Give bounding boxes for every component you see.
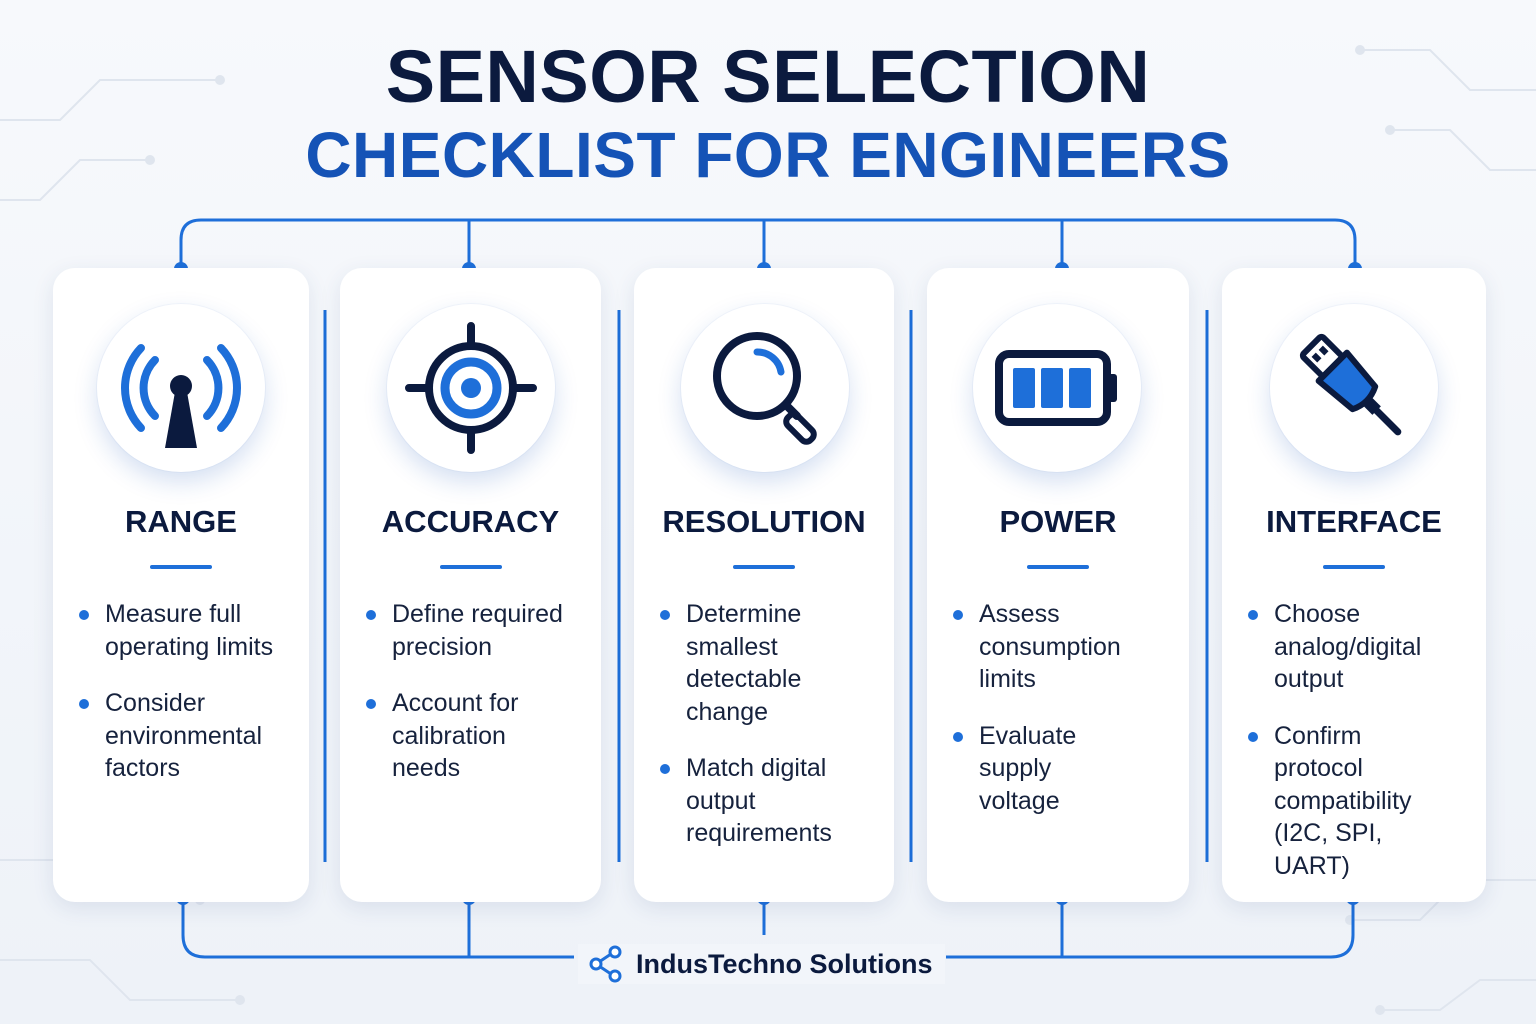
page-title: SENSOR SELECTION: [385, 35, 1151, 118]
bullet-text: Determine: [686, 600, 802, 628]
bullet-text: supply: [979, 754, 1052, 782]
card-resolution: RESOLUTION Determine smallest detectable ch…: [634, 268, 894, 902]
brand-name: IndusTechno Solutions: [636, 948, 933, 979]
bullet-item: Account for calibration needs: [364, 687, 589, 785]
bullet-text: consumption: [979, 632, 1121, 661]
bullet-text: requirements: [686, 819, 832, 847]
bullet-text: change: [686, 697, 769, 726]
bullet-text: smallest: [686, 632, 778, 661]
bullet-text: analog/digital: [1274, 632, 1422, 661]
bullet-text: Define required: [392, 600, 563, 628]
icon-badge: [681, 304, 849, 472]
card-title: RESOLUTION: [662, 504, 866, 539]
bullet-text: (I2C, SPI,: [1274, 819, 1383, 847]
bullet-text: detectable: [686, 665, 802, 693]
bullet-item: Evaluate supply voltage: [951, 720, 1177, 818]
bullet-text: UART): [1274, 851, 1350, 880]
footer-brand: IndusTechno Solutions: [578, 944, 945, 984]
bullet-dot: [79, 610, 89, 620]
bullet-text: Measure full: [105, 600, 242, 628]
bullet-text: voltage: [979, 786, 1060, 815]
target-crosshair-icon: [405, 322, 537, 454]
page-subtitle: CHECKLIST FOR ENGINEERS: [305, 119, 1231, 191]
bullet-text: output: [1274, 665, 1344, 693]
bullet-dot: [953, 731, 963, 742]
bullet-text: output: [686, 786, 756, 815]
bullet-text: Account for: [392, 689, 519, 717]
bullet-dot: [366, 610, 376, 620]
bullet-text: Evaluate: [979, 721, 1077, 750]
bullet-item: Define required precision: [364, 598, 589, 663]
signal-tower-icon: [121, 344, 241, 448]
bullet-item: Measure full operating limits: [77, 598, 297, 663]
bullet-text: protocol: [1274, 754, 1363, 782]
title-underline: [150, 565, 212, 569]
bullet-dot: [79, 699, 89, 709]
card-title: RANGE: [125, 504, 237, 539]
title-underline: [1323, 565, 1385, 569]
bullet-dot: [660, 610, 670, 620]
bullet-item: Assess consumption limits: [951, 598, 1177, 696]
bullet-text: Consider: [105, 689, 206, 717]
icon-badge: [97, 304, 265, 472]
bullet-text: Match digital: [686, 754, 827, 782]
magnifier-icon: [713, 332, 817, 445]
card-title: INTERFACE: [1266, 504, 1442, 539]
title-underline: [440, 565, 502, 569]
battery-icon: [995, 350, 1117, 426]
usb-plug-icon: [1299, 333, 1402, 436]
icon-badge: [973, 304, 1141, 472]
bullet-text: limits: [979, 665, 1036, 693]
bullet-dot: [1248, 731, 1258, 742]
bullet-dot: [1248, 610, 1258, 620]
bullet-text: Assess: [979, 600, 1060, 628]
icon-badge: [387, 304, 555, 472]
bullet-text: compatibility: [1274, 786, 1412, 815]
bullet-item: Choose analog/digital output: [1246, 598, 1474, 696]
card-title: POWER: [999, 504, 1117, 539]
icon-badge: [1270, 304, 1438, 472]
bullet-text: calibration: [392, 721, 506, 750]
title-underline: [733, 565, 795, 569]
bullet-text: Confirm: [1274, 721, 1362, 750]
card-title: ACCURACY: [381, 504, 560, 539]
bullet-text: operating limits: [105, 632, 274, 661]
bullet-text: environmental: [105, 721, 263, 750]
bullet-item: Consider environmental factors: [77, 687, 297, 785]
bullet-text: needs: [392, 754, 461, 782]
bullet-dot: [660, 764, 670, 774]
bullet-item: Match digital output requirements: [658, 752, 882, 850]
bullet-item: Determine smallest detectable change: [658, 598, 882, 728]
bullet-text: precision: [392, 632, 493, 661]
title-underline: [1027, 565, 1089, 569]
bullet-item: Confirm protocol compatibility (I2C, SPI, UA…: [1246, 720, 1474, 883]
bullet-dot: [366, 699, 376, 709]
network-nodes-icon: [589, 945, 622, 983]
bullet-text: factors: [105, 754, 181, 782]
bullet-text: Choose: [1274, 600, 1361, 628]
bullet-dot: [953, 610, 963, 620]
